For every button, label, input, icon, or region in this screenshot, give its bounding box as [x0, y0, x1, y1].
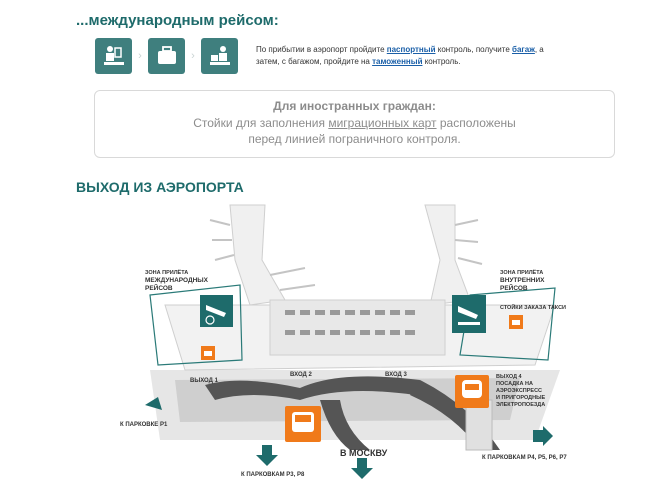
exit-4-label: ПОСАДКА НА	[496, 381, 533, 387]
arrival-instruction: По прибытии в аэропорт пройдите паспортн…	[256, 44, 556, 68]
exit-4-label: ЭЛЕКТРОПОЕЗДА	[496, 402, 545, 408]
aeroexpress-icon	[455, 375, 489, 408]
instruction-text: контроль.	[422, 57, 461, 66]
migration-cards-link[interactable]: миграционных карт	[328, 116, 437, 130]
customs-icon	[201, 38, 238, 74]
instruction-text: контроль, получите	[435, 45, 513, 54]
zone-dom-label: ЗОНА ПРИЛЁТА	[500, 269, 543, 276]
notice-text: расположены	[436, 116, 516, 130]
zone-intl-label: ЗОНА ПРИЛЁТА	[145, 269, 188, 276]
notice-text: перед линией пограничного контроля.	[248, 132, 461, 146]
arrow-parking-p1-icon	[145, 397, 162, 410]
terminal-building	[164, 204, 556, 371]
arrival-heading: ...международным рейсом:	[76, 12, 279, 29]
to-moscow-label: В МОСКВУ	[340, 448, 388, 458]
entrance-2-label: ВХОД 2	[290, 372, 312, 378]
step-arrow-icon: ›	[138, 50, 142, 62]
entrance-3-label: ВХОД 3	[385, 372, 407, 378]
zone-dom-label: ВНУТРЕННИХ	[500, 277, 545, 284]
step-arrow-icon: ›	[191, 50, 195, 62]
instruction-text: По прибытии в аэропорт пройдите	[256, 45, 387, 54]
exit-4-label: И ПРИГОРОДНЫЕ	[496, 395, 545, 401]
arrival-steps: › ›	[95, 38, 238, 74]
international-arrival-zone	[149, 284, 243, 366]
domestic-arrival-zone	[452, 287, 556, 361]
instruction-text: , а затем, с багажом, пройдите на	[256, 45, 544, 66]
taxi-desks-label: СТОЙКИ ЗАКАЗА ТАКСИ	[500, 303, 566, 311]
notice-text: Стойки для заполнения	[193, 116, 329, 130]
baggage-link[interactable]: багаж	[512, 45, 535, 54]
bus-icon	[285, 406, 321, 442]
notice-body: Стойки для заполнения миграционных карт …	[95, 115, 614, 147]
parking-p4-label: К ПАРКОВКАМ Р4, Р5, Р6, Р7	[482, 455, 567, 461]
exit-4-label: АЭРОЭКСПРЕСС	[496, 388, 542, 394]
exit-heading: ВЫХОД ИЗ АЭРОПОРТА	[76, 179, 244, 195]
notice-title: Для иностранных граждан:	[273, 99, 436, 113]
zone-intl-label: МЕЖДУНАРОДНЫХ	[145, 277, 209, 284]
passport-control-icon	[95, 38, 132, 74]
customs-link[interactable]: таможенный	[372, 57, 423, 66]
arrow-parking-p3-icon	[256, 445, 278, 466]
road-area	[150, 370, 560, 451]
passport-control-link[interactable]: паспортный	[386, 45, 436, 54]
parking-p3-label: К ПАРКОВКАМ Р3, Р8	[241, 472, 305, 478]
arrow-moscow-icon	[351, 458, 373, 479]
airport-exit-map: ЗОНА ПРИЛЁТА МЕЖДУНАРОДНЫХ РЕЙСОВ ЗОНА П…	[120, 204, 567, 479]
zone-intl-label: РЕЙСОВ	[145, 283, 173, 292]
arrow-parking-p4-icon	[533, 426, 553, 446]
exit-4-label: ВЫХОД 4	[496, 374, 523, 380]
exit-1-label: ВЫХОД 1	[190, 378, 219, 384]
foreigners-notice: Для иностранных граждан: Стойки для запо…	[94, 90, 615, 158]
baggage-icon	[148, 38, 185, 74]
parking-p1-label: К ПАРКОВКЕ Р1	[120, 422, 168, 428]
zone-dom-label: РЕЙСОВ	[500, 283, 528, 292]
